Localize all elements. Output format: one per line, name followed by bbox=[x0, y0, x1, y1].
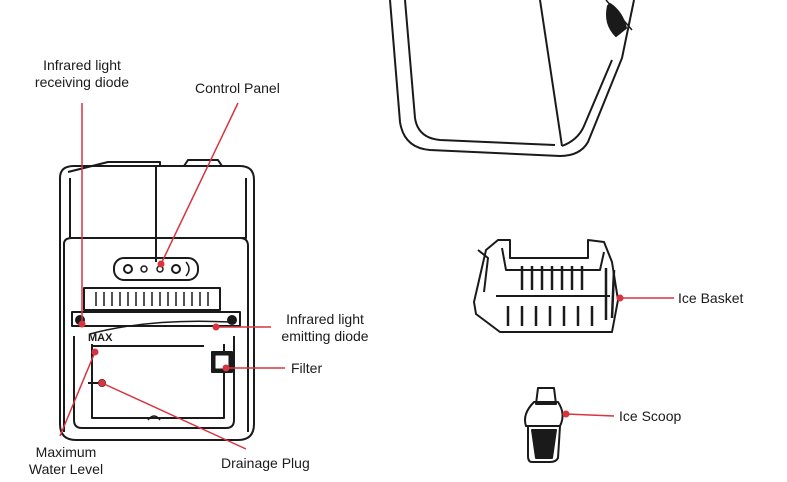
label-maximum-water-level: Maximum Water Level bbox=[18, 444, 114, 478]
leader-ice-scoop bbox=[565, 413, 615, 417]
leader-endpoints bbox=[78, 260, 624, 418]
leader-drainage bbox=[101, 382, 247, 450]
machine-body-partial bbox=[389, 0, 635, 157]
label-ir-emitting-diode: Infrared light emitting diode bbox=[270, 311, 380, 345]
label-ice-scoop: Ice Scoop bbox=[619, 408, 682, 424]
label-control-panel: Control Panel bbox=[195, 80, 280, 96]
label-ice-basket: Ice Basket bbox=[678, 290, 744, 306]
leader-max-water bbox=[59, 351, 96, 437]
label-ir-receiving-line2: receiving diode bbox=[34, 74, 130, 90]
label-max-water-line1: Maximum bbox=[35, 444, 97, 460]
max-mark: MAX bbox=[88, 332, 113, 344]
label-max-water-line2: Water Level bbox=[28, 461, 104, 477]
ice-maker-front-view bbox=[59, 159, 255, 441]
label-filter: Filter bbox=[291, 360, 323, 376]
label-drainage-plug: Drainage Plug bbox=[221, 455, 310, 471]
ice-scoop-art bbox=[524, 387, 564, 463]
label-ir-emitting-line2: emitting diode bbox=[281, 328, 369, 344]
label-ir-receiving-diode: Infrared light receiving diode bbox=[20, 57, 144, 91]
leader-control-panel bbox=[160, 102, 239, 265]
ice-basket-art bbox=[473, 239, 619, 333]
label-ir-receiving-line1: Infrared light bbox=[43, 57, 121, 73]
leader-lines bbox=[59, 102, 674, 450]
label-ir-emitting-line1: Infrared light bbox=[286, 311, 364, 327]
